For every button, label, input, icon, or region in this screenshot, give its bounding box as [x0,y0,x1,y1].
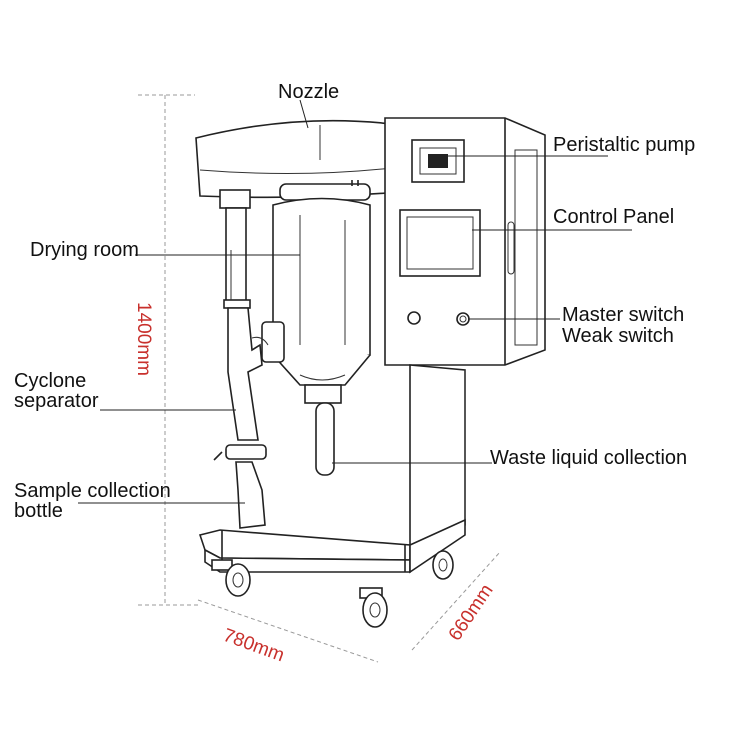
control-cabinet [384,117,546,366]
spray-dryer-machine [195,117,546,628]
label-cyclone-line1: Cyclone [14,370,86,392]
label-peristaltic-pump: Peristaltic pump [553,134,695,156]
peristaltic-pump-box [411,139,465,183]
cyclone-separator [213,189,269,529]
label-sample-line1: Sample collection [14,480,171,502]
label-nozzle: Nozzle [278,81,339,103]
label-control-panel: Control Panel [553,206,674,228]
label-weak-switch: Weak switch [562,325,674,347]
master-switch-knob [407,311,421,325]
dimension-depth: 660mm [445,581,498,645]
label-sample-line2: bottle [14,500,63,522]
trolley-frame [198,518,466,574]
label-drying-room: Drying room [30,239,139,261]
dimension-width: 780mm [220,625,287,666]
label-master-switch: Master switch [562,304,684,326]
control-panel-screen [399,209,481,277]
label-waste-liquid: Waste liquid collection [490,447,687,469]
label-cyclone-line2: separator [14,390,99,412]
dimension-height: 1400mm [133,302,154,376]
caster-wheels [211,550,454,628]
drying-chamber [261,180,371,476]
leader-lines [78,99,632,504]
dimension-guides [138,94,501,663]
base-column [409,364,466,547]
